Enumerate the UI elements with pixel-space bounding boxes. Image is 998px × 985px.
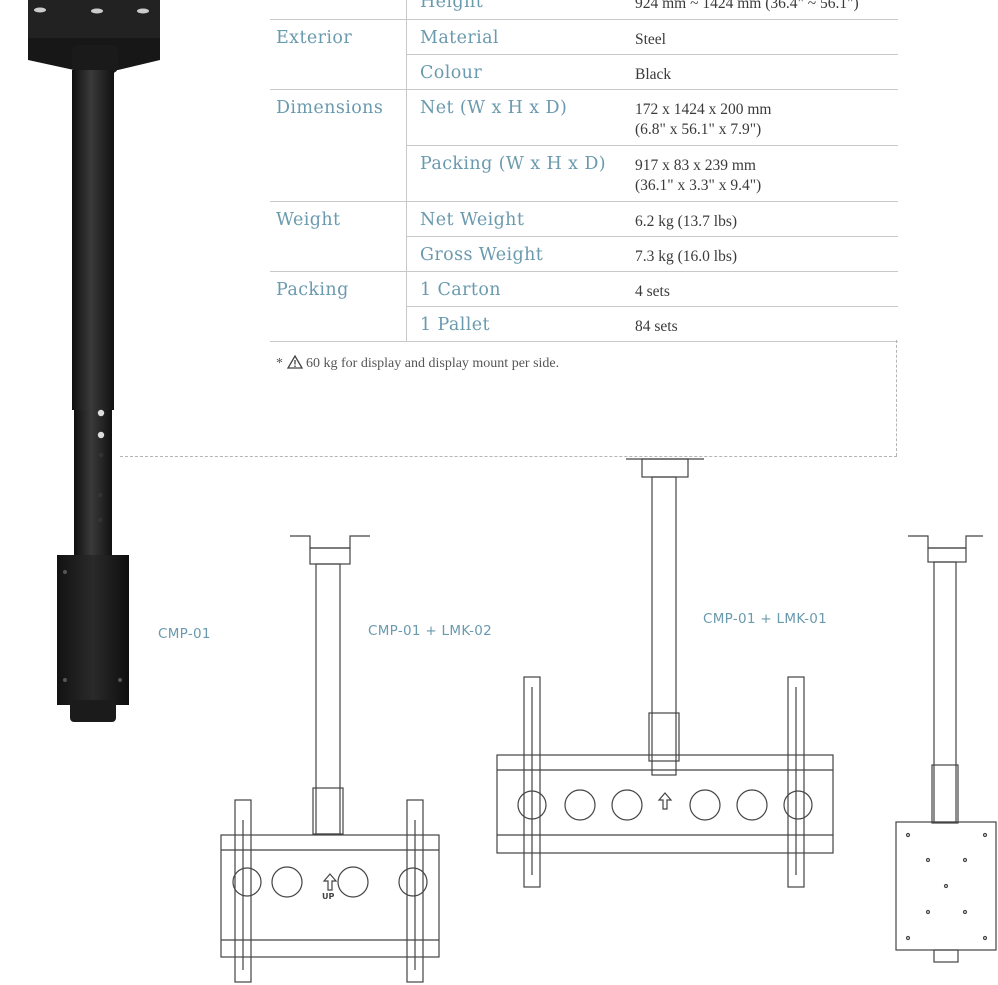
- caption-cmp01: CMP-01: [158, 626, 211, 642]
- spec-value: 4 sets: [615, 270, 898, 306]
- spec-item: Packing (W x H x D): [406, 144, 615, 201]
- spec-item: Material: [406, 18, 615, 54]
- cmp01-lmk02-mount-drawing: [220, 535, 440, 983]
- up-label: UP: [322, 892, 335, 901]
- spec-row-pallet: 1 Pallet 84 sets: [270, 305, 898, 342]
- caption-cmp01-lmk02: CMP-01 + LMK-02: [368, 623, 493, 639]
- spec-value: 7.3 kg (16.0 lbs): [615, 235, 898, 271]
- spec-value-line: (36.1" x 3.3" x 9.4"): [635, 176, 762, 194]
- spec-row-material: Exterior Material Steel: [270, 18, 898, 54]
- spec-category: Weight: [270, 200, 407, 236]
- spec-item: 1 Pallet: [406, 305, 615, 342]
- spec-category: [270, 236, 407, 271]
- dashed-guide-horizontal: [120, 456, 897, 457]
- spec-item: 1 Carton: [406, 270, 615, 306]
- spec-item: Net (W x H x D): [406, 88, 615, 145]
- spec-value: 172 x 1424 x 200 mm (6.8" x 56.1" x 7.9"): [615, 88, 898, 145]
- spec-value-line: (6.8" x 56.1" x 7.9"): [635, 120, 762, 138]
- cmp01-vesa-mount-drawing: [895, 535, 997, 963]
- spec-row-net-dimensions: Dimensions Net (W x H x D) 172 x 1424 x …: [270, 88, 898, 145]
- spec-value-line: 917 x 83 x 239 mm: [635, 156, 756, 174]
- caption-cmp01-lmk01: CMP-01 + LMK-01: [703, 611, 828, 627]
- spec-row-colour: Colour Black: [270, 53, 898, 89]
- spec-value-line: 7.3 kg (16.0 lbs): [635, 247, 738, 265]
- spec-value-line: 6.2 kg (13.7 lbs): [635, 212, 738, 230]
- spec-value-line: 924 mm ~ 1424 mm (36.4" ~ 56.1"): [635, 0, 859, 12]
- spec-value: Steel: [615, 18, 898, 54]
- spec-value-line: 172 x 1424 x 200 mm: [635, 100, 772, 118]
- spec-value: 84 sets: [615, 305, 898, 342]
- spec-row-packing-dimensions: Packing (W x H x D) 917 x 83 x 239 mm (36…: [270, 144, 898, 201]
- spec-category: [270, 145, 407, 201]
- footnote: * 60 kg for display and display mount pe…: [276, 353, 559, 372]
- spec-row-carton: Packing 1 Carton 4 sets: [270, 270, 898, 306]
- spec-category: [270, 54, 407, 89]
- spec-category: [270, 306, 407, 341]
- spec-category: [270, 0, 407, 19]
- spec-value: Black: [615, 53, 898, 89]
- warning-triangle-icon: [286, 354, 303, 369]
- spec-item: Gross Weight: [406, 235, 615, 271]
- cmp01-lmk01-mount-drawing: [496, 458, 834, 888]
- spec-category: Packing: [270, 270, 407, 306]
- spec-category: Exterior: [270, 18, 407, 54]
- dashed-guide-vertical: [896, 340, 897, 456]
- spec-value-line: 4 sets: [635, 282, 670, 300]
- spec-value-line: Steel: [635, 30, 666, 48]
- spec-table: Height 924 mm ~ 1424 mm (36.4" ~ 56.1") …: [270, 0, 898, 342]
- spec-row-gross-weight: Gross Weight 7.3 kg (16.0 lbs): [270, 235, 898, 271]
- spec-category: Dimensions: [270, 88, 407, 145]
- spec-value: 6.2 kg (13.7 lbs): [615, 200, 898, 236]
- footnote-asterisk: *: [276, 356, 283, 371]
- spec-value: 924 mm ~ 1424 mm (36.4" ~ 56.1"): [615, 0, 898, 19]
- spec-row-net-weight: Weight Net Weight 6.2 kg (13.7 lbs): [270, 200, 898, 236]
- spec-item: Colour: [406, 53, 615, 89]
- cmp01-mount-image: [28, 0, 160, 722]
- spec-value-line: 84 sets: [635, 317, 678, 335]
- spec-item: Height: [406, 0, 615, 19]
- spec-item: Net Weight: [406, 200, 615, 236]
- spec-value: 917 x 83 x 239 mm (36.1" x 3.3" x 9.4"): [615, 144, 898, 201]
- spec-row-height: Height 924 mm ~ 1424 mm (36.4" ~ 56.1"): [270, 0, 898, 19]
- spec-value-line: Black: [635, 65, 672, 83]
- footnote-text: 60 kg for display and display mount per …: [302, 356, 560, 371]
